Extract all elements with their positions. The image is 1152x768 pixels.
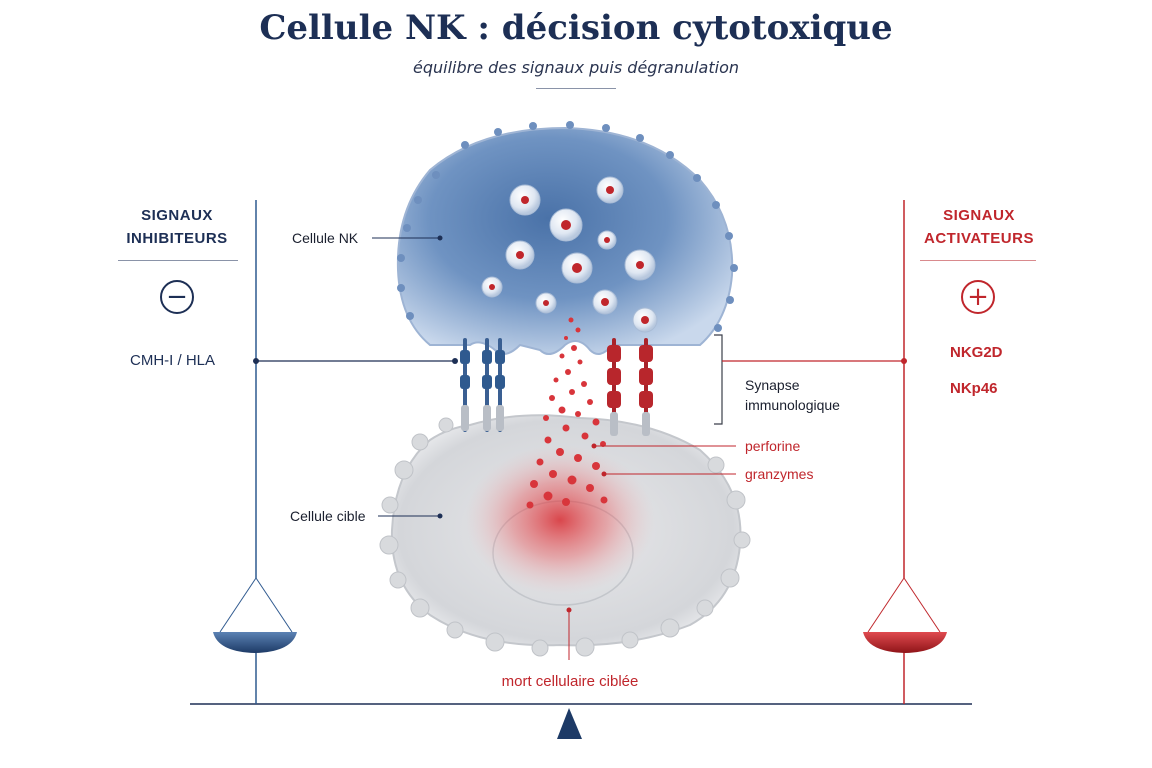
- activating-heading: SIGNAUX ACTIVATEURS: [924, 207, 1034, 247]
- synapse-bracket: [714, 334, 723, 425]
- activating-rule: [920, 260, 1036, 261]
- synapse-label: Synapse immunologique: [745, 377, 840, 413]
- activating-receptor-label-nkp46: NKp46: [950, 380, 998, 397]
- diagram-title: Cellule NK : décision cytotoxique: [259, 8, 893, 48]
- inhibitory-rule: [118, 260, 238, 261]
- balance-scale: [190, 200, 972, 739]
- inhibitory-heading: SIGNAUX INHIBITEURS: [126, 207, 228, 247]
- target-cell: [379, 414, 751, 657]
- target-cell-label: Cellule cible: [290, 508, 366, 524]
- cytotoxic-granules: [481, 176, 658, 333]
- degranulation-particles: [526, 317, 608, 509]
- outcome-label: mort cellulaire ciblée: [501, 673, 639, 690]
- activating-pan: [863, 632, 947, 653]
- activating-receptor-label-nkg2d: NKG2D: [950, 344, 1003, 361]
- balance-fulcrum: [557, 708, 582, 739]
- perforin-label: perforine: [745, 438, 801, 454]
- minus-icon: −: [160, 280, 194, 314]
- inhibitory-receptor-label: CMH-I / HLA: [130, 352, 216, 369]
- diagram-subtitle: équilibre des signaux puis dégranulation: [412, 58, 740, 77]
- nk-cell-label: Cellule NK: [292, 230, 359, 246]
- inhibitory-receptors: [460, 338, 505, 432]
- title-divider: [536, 88, 616, 89]
- inhibitory-pan: [213, 632, 297, 653]
- activating-receptors: [607, 338, 653, 436]
- granzymes-label: granzymes: [745, 466, 814, 482]
- plus-icon: +: [961, 280, 995, 314]
- nk-cell: [396, 121, 738, 355]
